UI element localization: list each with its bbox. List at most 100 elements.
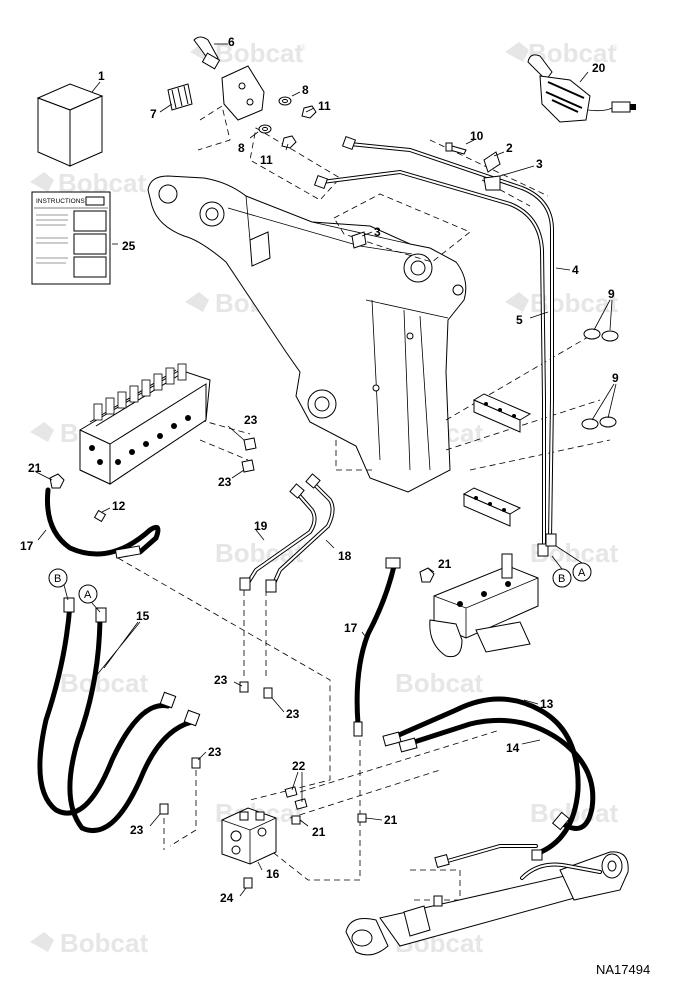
callout-13: 13 [540, 697, 554, 711]
callout-22: 22 [292, 759, 306, 773]
leader-line [579, 71, 589, 83]
svg-text:A: A [578, 567, 586, 579]
cylinder-hose [434, 844, 602, 880]
callout-16: 16 [266, 867, 280, 881]
joystick-handle [527, 54, 636, 123]
callout-19: 19 [254, 519, 268, 533]
leader-line [37, 529, 47, 541]
fitting [167, 83, 193, 111]
hose-end-fitting [398, 737, 418, 753]
nut [281, 135, 297, 149]
block-dashed-guide [163, 770, 197, 850]
callout-21: 21 [312, 825, 326, 839]
callout-5: 5 [516, 313, 523, 327]
valve-port-row [89, 415, 191, 465]
bolt [243, 877, 253, 889]
leader-line [255, 529, 265, 541]
tube-end-fitting [537, 543, 549, 557]
tube-end-fitting [305, 473, 321, 489]
clamp-dashed-outline [333, 193, 471, 263]
callout-23: 23 [286, 707, 300, 721]
callout-1: 1 [98, 69, 105, 83]
callout-25: 25 [122, 239, 136, 253]
leader-line [159, 103, 173, 113]
tube-end-fitting [265, 579, 277, 593]
leader-line [291, 771, 303, 802]
leader-line [521, 739, 541, 745]
clamp-block [472, 393, 532, 433]
connector-b-marker: B [552, 568, 572, 588]
fitting-22-dashed-guide [289, 729, 501, 819]
leader-line [257, 861, 263, 871]
valve-spool-row [93, 363, 187, 421]
fitting-dashed-outline [249, 127, 341, 201]
adapter-fitting [93, 509, 107, 523]
control-valve-bank [79, 363, 211, 485]
hose-17-dashed-guide [269, 740, 361, 881]
callout-2: 2 [506, 141, 513, 155]
callout-23: 23 [244, 413, 258, 427]
adapter-fitting [95, 607, 107, 623]
hose-end-fitting [551, 811, 571, 831]
leader-line [149, 813, 161, 827]
callout-21: 21 [384, 813, 398, 827]
callout-20: 20 [592, 61, 606, 75]
watermark-logo: Bobcat [60, 668, 148, 698]
clamp-block [462, 487, 522, 527]
adapter-fitting [243, 437, 257, 451]
bolt [445, 142, 467, 155]
hose-15-a [37, 601, 171, 816]
connector-a-marker: A [78, 584, 98, 604]
bracket-dashed-outline [197, 105, 231, 151]
callout-14: 14 [506, 741, 520, 755]
hose-15-b [67, 611, 195, 834]
callout-7: 7 [150, 107, 157, 121]
adapter-fitting [294, 798, 308, 810]
tube-end-fitting [313, 174, 329, 190]
callout-21: 21 [438, 557, 452, 571]
callout-11: 11 [260, 153, 273, 167]
leader-line [227, 425, 245, 441]
callout-24: 24 [220, 891, 234, 905]
hose-end-fitting [382, 731, 402, 747]
callout-8: 8 [238, 141, 245, 155]
callout-9: 9 [608, 287, 615, 301]
tube-5 [320, 169, 546, 552]
leader-line [529, 311, 549, 319]
leader-line [427, 567, 435, 573]
tube-4 [348, 142, 554, 542]
leader-line [95, 621, 141, 677]
watermark-logo: Bobcat [395, 668, 483, 698]
watermark-logo: Bobcat [505, 288, 618, 318]
hose-14 [405, 717, 596, 831]
washer [258, 124, 272, 134]
leader-line [361, 631, 369, 641]
svg-text:Bobcat: Bobcat [60, 928, 148, 958]
valve-fitting-dashed-guide [199, 419, 251, 461]
tube-end-fitting [239, 577, 251, 591]
svg-text:®: ® [300, 43, 306, 52]
clamp-block-dashed-guide [445, 329, 611, 471]
leader-line [523, 699, 539, 705]
adapter-fitting [291, 815, 301, 825]
leader-line [555, 267, 571, 271]
hose-13 [389, 696, 581, 857]
tube-18 [270, 482, 335, 590]
adapter-fitting [239, 681, 249, 693]
connector-b-marker: B [48, 568, 68, 588]
callout-17: 17 [20, 539, 34, 553]
adapter-fitting [241, 459, 255, 473]
washer [278, 96, 292, 106]
leader-line [233, 681, 243, 687]
tube-end-dashed-guide [243, 590, 267, 680]
adapter-fitting [191, 757, 201, 769]
svg-text:A: A [84, 589, 92, 601]
leader-line [231, 469, 245, 479]
leader-line [285, 143, 289, 151]
callout-23: 23 [208, 745, 222, 759]
leader-line [305, 107, 315, 113]
callout-9: 9 [612, 371, 619, 385]
svg-text:INSTRUCTIONS: INSTRUCTIONS [36, 198, 85, 205]
leader-line [499, 165, 535, 177]
